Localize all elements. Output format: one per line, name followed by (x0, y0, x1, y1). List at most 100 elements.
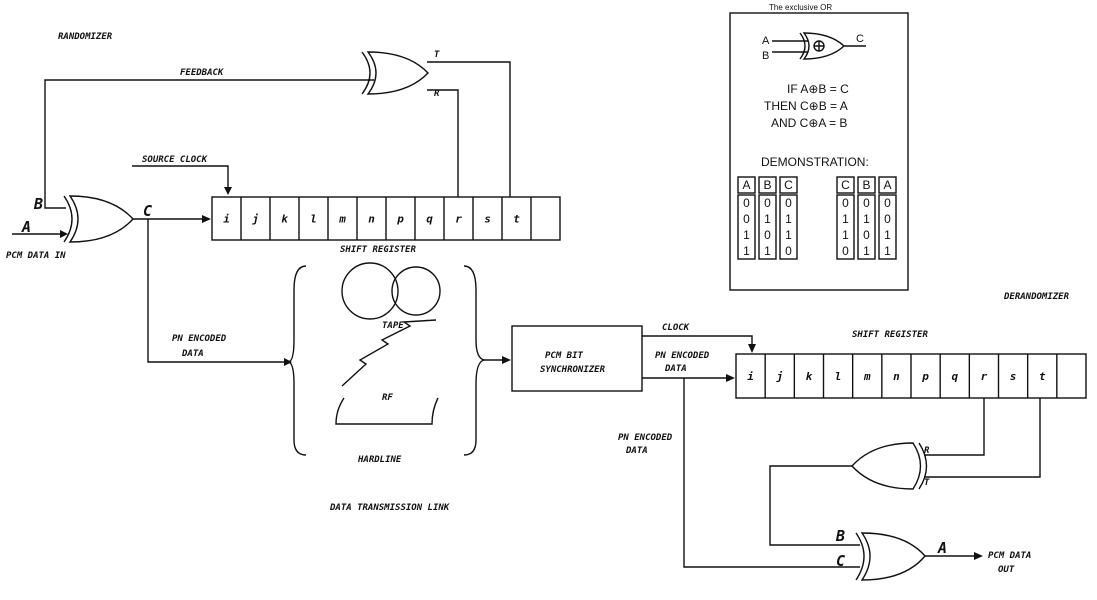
truth-table-cell: 0 (743, 212, 750, 226)
derand-output-xor-gate (855, 532, 926, 581)
derandomizer-register-cell: s (1010, 370, 1017, 383)
source-clock-label: SOURCE CLOCK (142, 155, 209, 165)
truth-table-header-cell (737, 176, 756, 194)
truth-table-cell: 1 (764, 244, 771, 258)
derandomizer-register-cell: q (951, 370, 958, 383)
pcm-data-out-arrow (974, 552, 983, 560)
mini-xor-c: C (856, 33, 864, 45)
truth-table-header-cell (779, 176, 798, 194)
derand-input-c: C (836, 552, 845, 570)
hardline-icon (335, 397, 439, 425)
derand-pn-encoded-1: PN ENCODED (655, 351, 710, 361)
link-pn-encoded-1: PN ENCODED (172, 334, 227, 344)
derandomizer-section: DERANDOMIZER PCM BIT SYNCHRONIZER CLOCK … (511, 292, 1087, 581)
derandomizer-register-cell: n (893, 370, 900, 383)
truth-table-header: C (841, 178, 850, 192)
clock-arrow (748, 344, 756, 353)
pn-encoded-line (147, 219, 290, 363)
truth-table-cell: 1 (785, 212, 792, 226)
truth-table-column (857, 194, 876, 260)
synchronizer-label-1: PCM BIT (545, 351, 584, 361)
truth-table-header-cell (878, 176, 897, 194)
truth-table-cell: 0 (743, 196, 750, 210)
clock-line (642, 335, 753, 350)
truth-table-cell: 0 (842, 196, 849, 210)
derand-pn-left-1: PN ENCODED (618, 433, 673, 443)
derand-pn-left-2: DATA (625, 446, 648, 456)
derandomizer-register-cell: i (747, 370, 754, 383)
truth-table-header-cell (857, 176, 876, 194)
derandomizer-register-cell: j (775, 370, 783, 383)
demonstration-label: DEMONSTRATION: (761, 155, 869, 169)
link-right-brace (463, 265, 485, 456)
randomizer-register-cell: t (513, 213, 520, 226)
feedback-xor-gate (361, 51, 429, 95)
exclusive-or-box: The exclusive OR A B C IF A⊕B = C THEN C… (729, 3, 909, 291)
xor-box-title: The exclusive OR (769, 3, 832, 12)
feedback-line (44, 79, 374, 209)
randomizer-register-cell: q (426, 213, 433, 226)
randomizer-register-cell: r (455, 213, 462, 226)
truth-table-cell: 1 (764, 212, 771, 226)
truth-table-column (878, 194, 897, 260)
mini-xor-a: A (762, 35, 770, 47)
randomizer-register-cell: i (223, 213, 230, 226)
truth-table-header: A (883, 178, 891, 192)
randomizer-register-cell: n (368, 213, 375, 226)
pcm-data-out-1: PCM DATA (988, 551, 1031, 561)
truth-table-column (758, 194, 777, 260)
derandomizer-register-cell: l (835, 370, 842, 383)
derand-pn-encoded-2: DATA (664, 364, 687, 374)
r-tap-line (427, 89, 459, 197)
truth-table-cell: 1 (842, 228, 849, 242)
randomizer-register-cell: p (396, 213, 404, 226)
derandomizer-register-cell: m (863, 370, 871, 383)
rf-label: RF (382, 393, 393, 403)
truth-table-cell: 1 (785, 228, 792, 242)
c-output-arrow (202, 215, 211, 223)
mini-xor-b: B (762, 50, 769, 62)
randomizer-register-cell: j (251, 213, 259, 226)
truth-table-cell: 0 (863, 196, 870, 210)
derandomizer-title: DERANDOMIZER (1003, 292, 1070, 302)
randomizer-register-cell: k (281, 213, 288, 226)
derandomizer-shift-register-label: SHIFT REGISTER (852, 330, 928, 340)
randomizer-register-cell: s (484, 213, 491, 226)
truth-table-cell: 1 (884, 228, 891, 242)
derand-feedback-line (769, 465, 860, 546)
rf-lightning-icon (341, 319, 437, 387)
derand-r-tap-line (924, 398, 985, 456)
truth-table-header: B (862, 178, 870, 192)
source-clock-arrow (224, 187, 232, 195)
transmission-link-section: TAPE RF HARDLINE DATA TRANSMISSION LINK (287, 262, 511, 513)
randomizer-xor-gate (63, 195, 134, 243)
pcm-bit-synchronizer (511, 325, 643, 392)
feedback-xor-r-label: R (434, 89, 440, 99)
truth-table-cell: 0 (863, 228, 870, 242)
mini-xor-back (799, 32, 806, 60)
xor-eq-3: AND C⊕A = B (771, 116, 847, 130)
derandomizer-register-cell: p (921, 370, 929, 383)
tape-reel-left (341, 262, 399, 320)
truth-table-header: C (784, 178, 793, 192)
t-tap-line (427, 61, 511, 197)
truth-table-header-cell (758, 176, 777, 194)
truth-table-column (737, 194, 756, 260)
link-title: DATA TRANSMISSION LINK (329, 503, 451, 513)
clock-label: CLOCK (662, 323, 691, 333)
truth-table-cell: 0 (764, 228, 771, 242)
feedback-label: FEEDBACK (180, 68, 225, 78)
truth-table-cell: 1 (842, 212, 849, 226)
xor-eq-1: IF A⊕B = C (787, 82, 849, 96)
randomizer-register-cell: l (310, 213, 317, 226)
tape-label: TAPE (382, 321, 404, 331)
truth-table-header: A (742, 178, 750, 192)
link-pn-encoded-2: DATA (181, 349, 204, 359)
truth-table-header: B (763, 178, 771, 192)
truth-table-cell: 0 (884, 212, 891, 226)
derandomizer-register-cell: t (1039, 370, 1046, 383)
